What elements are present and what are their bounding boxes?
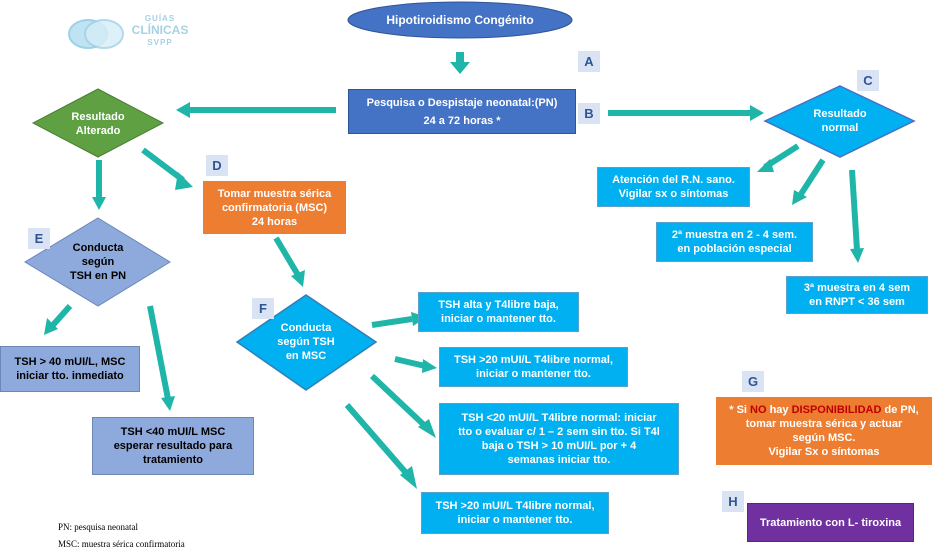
letter-h: H: [722, 491, 744, 512]
tsh-gt40-box: TSH > 40 mUI/L, MSC iniciar tto. inmedia…: [0, 346, 140, 392]
arrow-msc-to-4: [344, 403, 410, 476]
letter-g: G: [742, 371, 764, 392]
msc-outcome-3: TSH <20 mUI/L T4libre normal: iniciar tt…: [439, 403, 679, 475]
arrow-altered-to-confirm: [141, 147, 185, 183]
letter-f: F: [252, 298, 274, 319]
footnote-msc: MSC: muestra sérica confirmatoria: [58, 539, 185, 549]
tercera-muestra-box: 3ª muestra en 4 sem en RNPT < 36 sem: [786, 276, 928, 314]
pesquisa-box: Pesquisa o Despistaje neonatal:(PN) 24 a…: [348, 89, 576, 134]
arrow-pn-to-normal: [608, 105, 764, 121]
letter-c: C: [857, 70, 879, 91]
no-disp-text: * Si NO hay DISPONIBILIDAD de PN, tomar …: [729, 404, 919, 458]
arrow-title-to-pn: [450, 52, 470, 74]
footnote-pn: PN: pesquisa neonatal: [58, 522, 138, 532]
msc-outcome-2: TSH >20 mUI/L T4libre normal, iniciar o …: [439, 347, 628, 387]
letter-e: E: [28, 228, 50, 249]
arrow-pn-to-altered: [176, 102, 336, 118]
arrow-msc-to-3: [369, 373, 427, 428]
logo-line-1: GUÍAS: [144, 14, 176, 23]
arrow-normal-to-tercera: [849, 169, 860, 251]
logo-circles-icon: [68, 19, 124, 49]
atencion-box: Atención del R.N. sano. Vigilar sx o sín…: [597, 167, 750, 207]
arrow-confirm-to-msc: [273, 236, 301, 277]
arrow-msc-to-2: [394, 356, 426, 369]
msc-outcome-1: TSH alta y T4libre baja, iniciar o mante…: [418, 292, 579, 332]
logo-line-3: SVPP: [147, 38, 173, 47]
normal-diamond: [763, 85, 916, 158]
no-disponibilidad-box: * Si NO hay DISPONIBILIDAD de PN, tomar …: [716, 397, 932, 465]
confirm-sample-box: Tomar muestra sérica confirmatoria (MSC)…: [203, 181, 346, 234]
arrow-conductapn-to-lt40: [147, 305, 171, 400]
arrow-msc-to-1: [371, 316, 413, 328]
altered-diamond: [31, 88, 165, 158]
title-ellipse: [347, 1, 573, 39]
msc-outcome-4: TSH >20 mUI/L T4libre normal, iniciar o …: [421, 492, 609, 534]
logo-line-2: CLÍNICAS: [131, 23, 189, 37]
arrow-conductapn-to-gt40: [50, 303, 73, 328]
arrow-normal-to-segunda: [798, 158, 826, 196]
letter-b: B: [578, 103, 600, 124]
letter-a: A: [578, 51, 600, 72]
letter-d: D: [206, 155, 228, 176]
tratamiento-box: Tratamiento con L- tiroxina: [747, 503, 914, 542]
tsh-lt40-box: TSH <40 mUI/L MSC esperar resultado para…: [92, 417, 254, 475]
segunda-muestra-box: 2ª muestra en 2 - 4 sem. en población es…: [656, 222, 813, 262]
